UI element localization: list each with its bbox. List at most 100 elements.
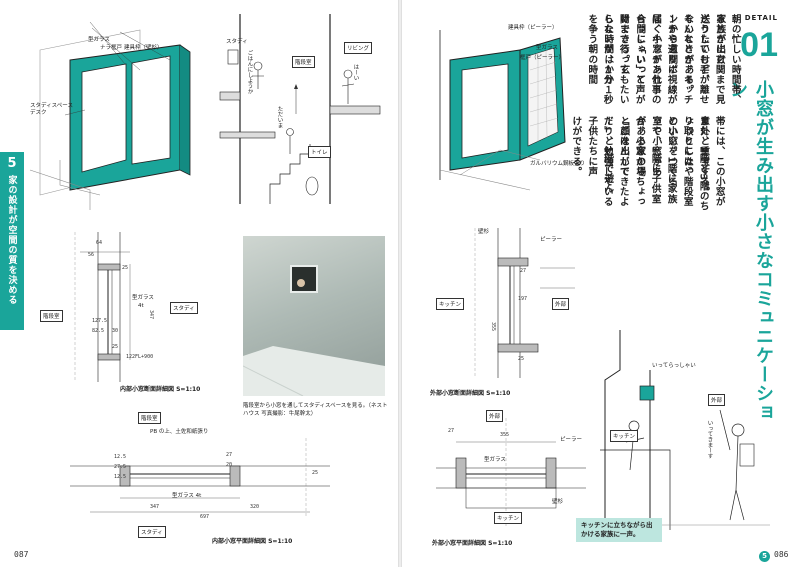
label-ittekimasu: いってきまーす xyxy=(706,420,713,459)
label-explan-outside: 外部 xyxy=(486,410,504,422)
dim-exsec-197: 197 xyxy=(518,296,528,302)
plan-detail-caption: 内部小窓平面詳細図 S=1:10 xyxy=(212,538,293,545)
dim-explan-27: 27 xyxy=(448,428,455,434)
dim-82-5: 82.5 xyxy=(92,328,105,334)
left-page: 5 家の設計が空間の質を決める 型ガラス ナラ框戸 建具枠（壁杉） スタディスペ… xyxy=(0,0,398,567)
label-exsec-cedar: 壁杉 xyxy=(478,229,490,235)
stairwell-photo xyxy=(243,236,385,396)
body-column: 合、小窓からちょっと顔を出して xyxy=(618,116,645,207)
body-column: 朝の忙しい時間帯、家族が出け xyxy=(714,14,741,105)
label-frame-peeler: 建具枠（ピーラー） xyxy=(508,25,558,31)
body-column: らないが、１分１秒を争う朝の時間 xyxy=(586,14,613,105)
label-explan-kitchen: キッチン xyxy=(494,512,523,524)
label-plan-study: スタディ xyxy=(138,526,166,538)
body-column: るときに玄関まで見送りたいけど、 xyxy=(698,14,725,105)
label-section-stairwell: 階段室 xyxy=(40,310,63,322)
callout-note: キッチンに立ちながら出かける家族に一声。 xyxy=(576,518,662,543)
body-column: また、2階と3階のちょっとしたや xyxy=(682,116,709,212)
label-tadaima: ただいま xyxy=(276,106,283,128)
label-living: リビング xyxy=(344,42,373,54)
left-page-number: 087 xyxy=(14,550,29,559)
dim-347: 347 xyxy=(148,310,154,320)
dim-plan-697: 697 xyxy=(200,514,210,520)
dim-plan-347: 347 xyxy=(150,504,160,510)
body-column: らっしゃい」と声がけできる。玄 xyxy=(618,14,645,105)
body-column: だり、勉強している子供たちに声 xyxy=(586,116,613,207)
label-pattern-glass: 型ガラス xyxy=(88,37,110,43)
exterior-section-drawing xyxy=(474,228,575,378)
book-spine xyxy=(398,0,402,567)
body-column: ば、キッチン仕事の合間に「いって xyxy=(634,14,661,105)
body-column: 「ごはんができたよー」と1階で遊ん xyxy=(602,116,629,207)
label-toilet: トイレ xyxy=(308,146,331,158)
label-plan-glass: 型ガラス 4t xyxy=(172,493,202,499)
label-ext-glass: 型ガラス xyxy=(536,45,558,51)
exterior-plan-drawing xyxy=(436,418,586,528)
sketch-exterior-window xyxy=(439,30,566,191)
detail-label: DETAIL xyxy=(744,14,778,22)
dim-127-5: 127.5 xyxy=(92,318,108,324)
dim-plan-27-5: 27.5 xyxy=(114,464,127,470)
body-column: けができる。 xyxy=(570,116,582,177)
dim-30: 30 xyxy=(112,328,119,334)
label-itterasshai: いってらっしゃい xyxy=(652,363,696,369)
dim-explan-355: 355 xyxy=(500,432,510,438)
label-desk: デスク xyxy=(30,110,47,116)
label-kitchen-sketch: キッチン xyxy=(610,430,639,442)
label-dinner-call: ごはんにしようか xyxy=(246,50,253,94)
section-detail-caption: 内部小窓断面詳細図 S=1:10 xyxy=(120,386,201,393)
label-exsec-kitchen: キッチン xyxy=(436,298,465,310)
label-study-space: スタディスペース xyxy=(30,103,73,109)
label-study: スタディ xyxy=(226,39,248,45)
label-section-4t: 4t xyxy=(138,303,144,309)
chapter-tab: 5 家の設計が空間の質を決める xyxy=(0,152,24,330)
detail-number: 01 xyxy=(740,26,778,64)
exterior-plan-caption: 外部小窓平面詳細図 S=1:10 xyxy=(432,540,513,547)
right-page-number: 086 xyxy=(774,550,789,559)
dim-56: 56 xyxy=(88,252,95,258)
dim-25a: 25 xyxy=(122,265,129,271)
label-hai: はーい xyxy=(352,64,359,81)
label-galvalume: ガルバリウム鋼板張り xyxy=(530,161,586,167)
page-badge: 5 xyxy=(759,551,770,562)
dim-exsec-25: 25 xyxy=(518,356,525,362)
label-section-glass: 型ガラス xyxy=(132,295,154,301)
label-frame-cedar: 建具枠（壁杉） xyxy=(124,45,163,51)
sketch-stair-section xyxy=(219,14,381,204)
sketch-study-window xyxy=(29,21,191,210)
label-explan-peeler: ピーラー xyxy=(560,437,583,443)
label-exsec-peeler: ピーラー xyxy=(540,237,563,243)
photo-caption: 階段室から小窓を通してスタディスペースを見る。（ネストハウス 写真撮影：牛尾幹太… xyxy=(243,403,388,418)
label-exsec-outside: 外部 xyxy=(552,298,570,310)
dim-plan-27: 27 xyxy=(226,452,233,458)
label-stairwell: 階段室 xyxy=(292,56,315,68)
label-oak-door: ナラ框戸 xyxy=(100,45,123,51)
body-column: って、1階に子供室がある家の場 xyxy=(634,116,661,204)
chapter-title: 家の設計が空間の質を決める xyxy=(6,175,17,305)
chapter-number: 5 xyxy=(7,156,17,171)
dim-plan-12-5b: 12.5 xyxy=(114,474,127,480)
section-detail-drawing xyxy=(74,232,131,382)
body-column: そんなとき、キッチンから玄関ポ xyxy=(666,14,693,105)
label-explan-glass: 型ガラス xyxy=(484,457,506,463)
dim-fl900: 122FL+900 xyxy=(126,354,154,360)
exterior-section-caption: 外部小窓断面詳細図 S=1:10 xyxy=(430,390,511,397)
body-column: どうしても手が離せないときがある。 xyxy=(682,14,709,105)
dim-plan-12-5a: 12.5 xyxy=(114,454,127,460)
body-column: ーチや通りに視線が届く小窓があれ xyxy=(650,14,677,105)
dim-plan-20: 20 xyxy=(226,462,233,468)
body-column: り取りには、階段室の小窓をつくる xyxy=(666,116,693,207)
label-door-peeler: 框戸（ピーラー） xyxy=(520,55,565,61)
label-plan-pb-washi: PB の上、土佐和紙張り xyxy=(150,429,209,435)
dim-plan-25: 25 xyxy=(312,470,319,476)
label-section-study: スタディ xyxy=(170,302,198,314)
dim-exsec-355: 355 xyxy=(490,322,496,332)
body-column: 関まで行ってもたいした時間はかか xyxy=(602,14,629,105)
dim-exsec-27: 27 xyxy=(520,268,527,274)
article-title: 小窓が生み出す小さなコミュニケーション xyxy=(727,80,774,422)
body-column: 帯には、この小窓が意外と重宝する。 xyxy=(698,116,725,207)
label-outside-sketch: 外部 xyxy=(708,394,726,406)
dim-25b: 25 xyxy=(112,344,119,350)
plan-detail-drawing xyxy=(70,438,330,518)
label-plan-stairwell: 階段室 xyxy=(138,412,161,424)
